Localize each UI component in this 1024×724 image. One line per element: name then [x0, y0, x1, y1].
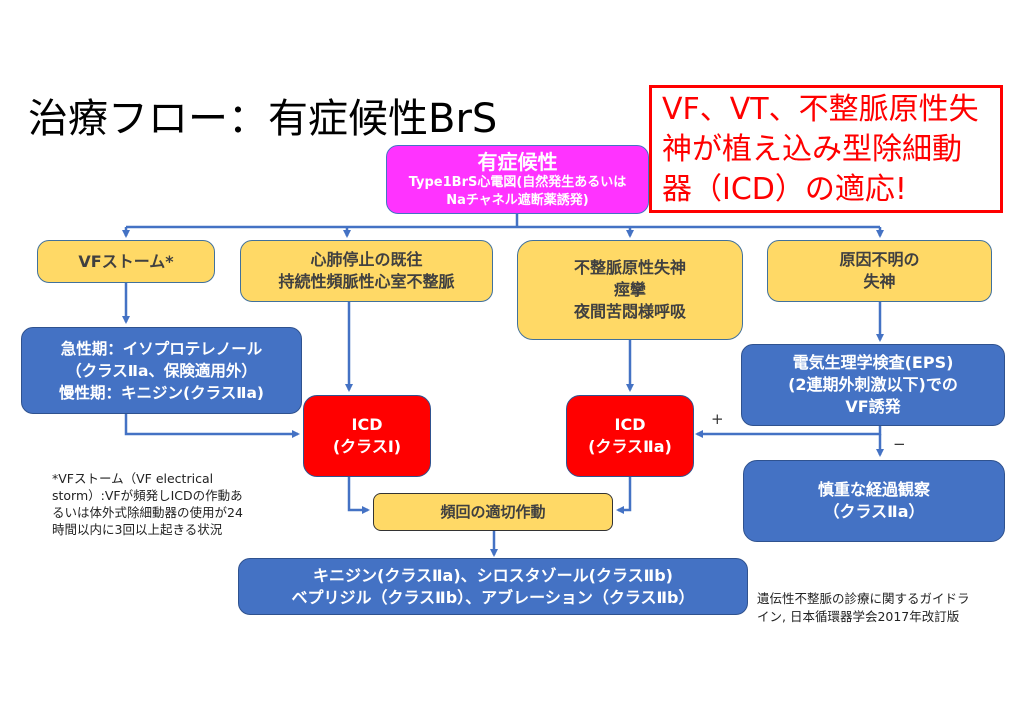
condition-unexplained-syncope: 原因不明の 失神 [767, 240, 992, 302]
final-treatment-box: キニジン(クラスⅡa)、シロスタゾール(クラスⅡb) ベプリジル（クラスⅡb）、… [238, 558, 748, 615]
condition-text: 痙攣 [613, 280, 646, 299]
treatment-text: （クラスⅡa、保険適用外） [66, 361, 257, 380]
icd-text: ICD [351, 415, 383, 434]
slide-title: 治療フロー：有症候性BrS [28, 96, 498, 142]
observation-box: 慎重な経過観察 （クラスⅡa） [743, 460, 1005, 542]
icd-text: (クラスⅠ) [332, 437, 402, 456]
callout-line: VF、VT、不整脈原性失 [662, 92, 979, 127]
frequent-shocks-box: 頻回の適切作動 [373, 493, 613, 531]
root-line: Type1BrS心電図(自然発生あるいは [408, 174, 627, 190]
source-line: イン, 日本循環器学会2017年改訂版 [757, 609, 960, 624]
root-heading: 有症候性 [477, 149, 558, 174]
icd-text: (クラスⅡa) [588, 437, 672, 456]
condition-cardiac-arrest: 心肺停止の既往 持続性頻脈性心室不整脈 [240, 240, 493, 302]
connector-eps-icd2a [695, 426, 882, 438]
condition-text: 持続性頻脈性心室不整脈 [278, 272, 455, 291]
source-line: 遺伝性不整脈の診療に関するガイドラ [757, 591, 970, 606]
edge-label-positive: + [711, 410, 724, 428]
condition-text: 心肺停止の既往 [310, 250, 423, 269]
connector-treatment-icd1 [124, 414, 300, 438]
treatment-text: 急性期：イソプロテレノール [60, 339, 263, 358]
condition-vf-storm: VFストーム* [37, 240, 215, 283]
source-citation: 遺伝性不整脈の診療に関するガイドラ イン, 日本循環器学会2017年改訂版 [757, 590, 970, 626]
root-symptomatic-box: 有症候性 Type1BrS心電図(自然発生あるいは Naチャネル遮断薬誘発) [386, 145, 649, 214]
eps-text: VF誘発 [845, 397, 901, 416]
condition-text: VFストーム* [78, 251, 174, 271]
final-treatment-text: ベプリジル（クラスⅡb）、アブレーション（クラスⅡb） [291, 587, 695, 607]
icd-text: ICD [614, 415, 646, 434]
icd-class2a-box: ICD (クラスⅡa) [566, 395, 694, 477]
icd-class1-box: ICD (クラスⅠ) [303, 395, 431, 477]
observation-text: （クラスⅡa） [823, 502, 925, 521]
footnote-line: *VFストーム（VF electrical [52, 471, 214, 486]
callout-line: 器（ICD）の適応! [662, 172, 907, 207]
final-treatment-text: キニジン(クラスⅡa)、シロスタゾール(クラスⅡb) [313, 565, 673, 585]
footnote-line: 時間以内に3回以上起きる状況 [52, 522, 223, 537]
frequent-shocks-text: 頻回の適切作動 [440, 503, 546, 521]
connector-icd1-frequent [347, 477, 370, 514]
vf-storm-footnote: *VFストーム（VF electrical storm）:VFが頻発しICDの作… [52, 470, 302, 538]
eps-text: 電気生理学検査(EPS) [792, 353, 954, 372]
condition-text: 不整脈原性失神 [573, 258, 686, 277]
condition-text: 失神 [863, 272, 896, 291]
callout-line: 神が植え込み型除細動 [662, 132, 962, 167]
condition-arrhythmic-syncope: 不整脈原性失神 痙攣 夜間苦悶様呼吸 [517, 240, 743, 340]
eps-box: 電気生理学検査(EPS) (2連期外刺激以下)での VF誘発 [741, 344, 1005, 426]
treatment-text: 慢性期：キニジン(クラスⅡa) [58, 383, 265, 402]
observation-text: 慎重な経過観察 [817, 480, 930, 499]
root-line: Naチャネル遮断薬誘発) [446, 192, 589, 208]
icd-indication-callout: VF、VT、不整脈原性失 神が植え込み型除細動 器（ICD）の適応! [649, 85, 1003, 213]
eps-text: (2連期外刺激以下)での [788, 375, 958, 394]
vf-storm-treatment-box: 急性期：イソプロテレノール （クラスⅡa、保険適用外） 慢性期：キニジン(クラス… [21, 327, 302, 414]
condition-text: 原因不明の [839, 250, 920, 269]
edge-label-negative: − [893, 435, 906, 453]
footnote-line: るいは体外式除細動器の使用が24 [52, 505, 243, 520]
connector-icd2a-frequent [616, 477, 632, 514]
condition-text: 夜間苦悶様呼吸 [573, 302, 686, 321]
footnote-line: storm）:VFが頻発しICDの作動あ [52, 488, 243, 503]
